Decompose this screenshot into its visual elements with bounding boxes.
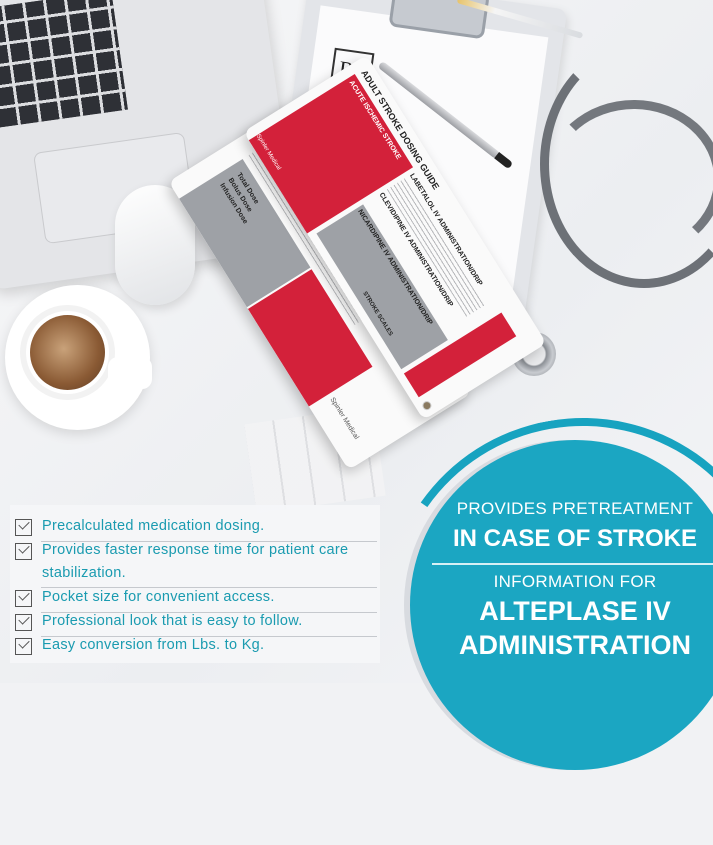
- feature-text: Provides faster response time for patien…: [42, 542, 349, 581]
- badge-line-4: ALTEPLASE IV: [479, 596, 671, 626]
- feature-text: Pocket size for convenient access.: [42, 589, 275, 605]
- checkbox-icon: [15, 614, 32, 631]
- divider: [41, 612, 377, 613]
- feature-item: Professional look that is easy to follow…: [15, 613, 303, 633]
- feature-item: Provides faster response time for patien…: [15, 542, 375, 585]
- badge-line-2: IN CASE OF STROKE: [452, 525, 698, 552]
- badge-line-5: ADMINISTRATION: [459, 630, 691, 660]
- coffee: [30, 315, 105, 390]
- card-brand: Spinler Medical: [328, 396, 360, 441]
- grommet: [420, 399, 434, 412]
- badge-line-1: PROVIDES PRETREATMENT: [456, 499, 694, 518]
- stethoscope-tube-upper: [545, 100, 713, 258]
- divider: [41, 636, 377, 637]
- checkbox-icon: [15, 519, 32, 536]
- feature-text: Easy conversion from Lbs. to Kg.: [42, 637, 265, 653]
- badge-divider: [432, 563, 713, 565]
- divider: [41, 541, 377, 542]
- checkbox-icon: [15, 543, 32, 560]
- divider: [41, 587, 377, 588]
- stethoscope-tube: [540, 40, 713, 288]
- checkbox-icon: [15, 638, 32, 655]
- badge-line-3: INFORMATION FOR: [493, 572, 657, 591]
- feature-item: Easy conversion from Lbs. to Kg.: [15, 637, 264, 657]
- feature-item: Pocket size for convenient access.: [15, 589, 275, 609]
- laptop-keyboard: [0, 0, 128, 131]
- feature-text: Professional look that is easy to follow…: [42, 613, 303, 629]
- feature-checklist: Precalculated medication dosing. Provide…: [10, 505, 380, 663]
- computer-mouse: [115, 185, 195, 305]
- feature-item: Precalculated medication dosing.: [15, 518, 264, 538]
- checkbox-icon: [15, 590, 32, 607]
- cup-handle: [108, 357, 152, 389]
- feature-text: Precalculated medication dosing.: [42, 518, 265, 534]
